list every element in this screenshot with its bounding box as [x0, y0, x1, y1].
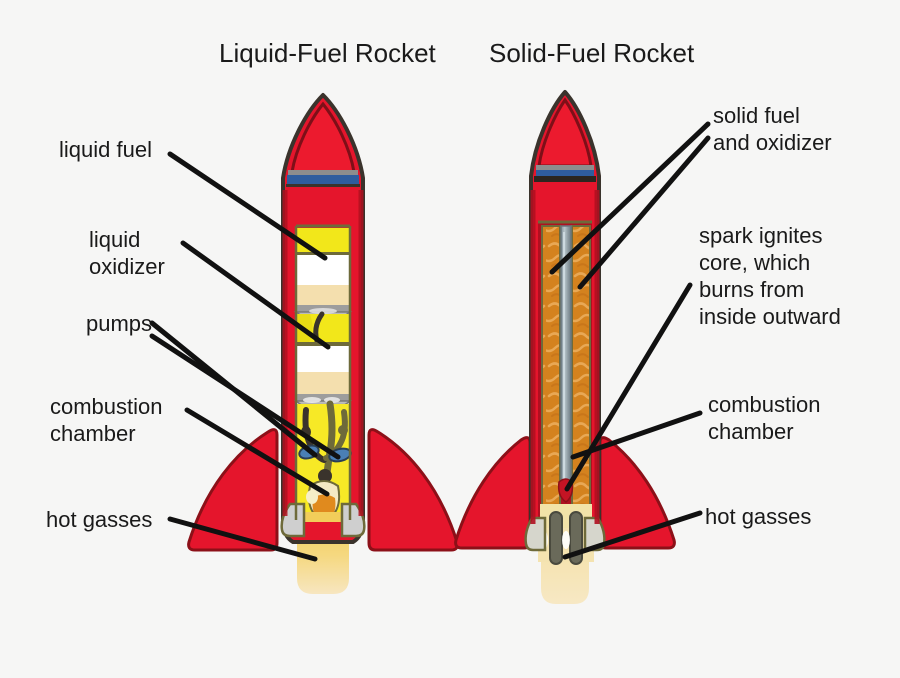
leader-hot-gasses-right [562, 510, 703, 560]
leader-spark [564, 282, 693, 492]
label-hot-gasses-right: hot gasses [705, 504, 812, 529]
nose-band-dark-left [286, 184, 360, 187]
core-channel [560, 225, 572, 502]
title-liquid-fuel-rocket: Liquid-Fuel Rocket [219, 38, 436, 68]
label-hot-gasses-left: hot gasses [46, 507, 153, 532]
cutaway-interior-left [293, 228, 353, 522]
oxidizer-tank-cream [296, 372, 350, 396]
nozzle-skirt-left-solid [524, 516, 547, 552]
leader-pumps-2 [149, 333, 341, 460]
fuel-tank-upper-yellow [296, 228, 350, 254]
fin-left-solid [454, 436, 532, 550]
leader-combustion-chamber-left [184, 407, 330, 497]
nose-cone-left [290, 101, 356, 174]
leader-lines [149, 121, 711, 562]
solid-fuel-rocket-illustration [454, 90, 676, 604]
nose-band-gray-right [536, 165, 594, 170]
nose-band-blue-right [536, 170, 594, 176]
nose-band-blue-left [287, 175, 359, 184]
leader-hot-gasses-left [167, 516, 318, 562]
leader-liquid-oxidizer [180, 240, 331, 350]
solid-propellant-right [572, 226, 590, 510]
leader-solid-fuel-2 [577, 135, 711, 290]
leader-combustion-chamber-right [570, 410, 703, 460]
fuel-tank-upper-cream [296, 285, 350, 307]
label-combustion-chamber-left: combustion chamber [50, 394, 163, 446]
nose-band-dark-right [534, 176, 596, 182]
label-spark-ignites-core: spark ignites core, which burns from ins… [699, 223, 841, 329]
nose-band-gray-left [288, 170, 358, 175]
label-pumps: pumps [86, 311, 153, 336]
feed-line-left [302, 407, 327, 463]
label-liquid-fuel: liquid fuel [59, 137, 152, 162]
leader-liquid-fuel [167, 151, 328, 261]
solid-propellant-left [542, 226, 560, 510]
nose-cone-right [537, 97, 593, 168]
nozzle-slot-left [549, 511, 563, 565]
fin-left [187, 428, 279, 552]
label-solid-fuel-and-oxidizer: solid fuel and oxidizer [713, 103, 832, 155]
fin-right [367, 428, 459, 552]
title-solid-fuel-rocket: Solid-Fuel Rocket [489, 38, 695, 68]
label-liquid-oxidizer: liquid oxidizer [89, 227, 165, 279]
leader-solid-fuel-1 [549, 121, 711, 275]
liquid-fuel-rocket-illustration [187, 93, 459, 594]
valve-center [318, 469, 332, 483]
label-combustion-chamber-right: combustion chamber [708, 392, 821, 444]
